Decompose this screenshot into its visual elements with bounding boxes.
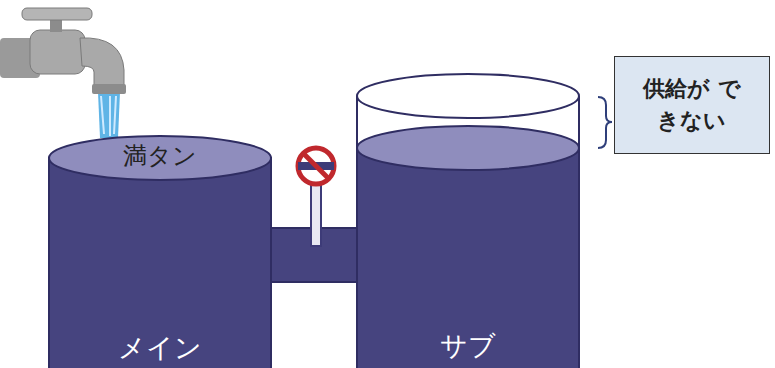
tank-level-label: 満タン <box>48 140 272 172</box>
water-stream <box>101 96 116 136</box>
prohibition-sign <box>298 148 334 184</box>
water-stream <box>98 92 120 138</box>
main-tank: 満タンメイン <box>48 134 272 368</box>
bracket <box>598 97 612 148</box>
callout-box: 供給が できない <box>614 56 770 154</box>
tank-name: サブ <box>356 328 580 364</box>
valve-stem <box>311 180 321 246</box>
pipe <box>268 255 360 256</box>
callout-text: 供給が できない <box>635 73 749 137</box>
sub-tank: サブ <box>356 72 580 368</box>
tank-name: メイン <box>48 330 272 366</box>
tank-outline <box>356 72 580 368</box>
faucet <box>0 8 126 94</box>
